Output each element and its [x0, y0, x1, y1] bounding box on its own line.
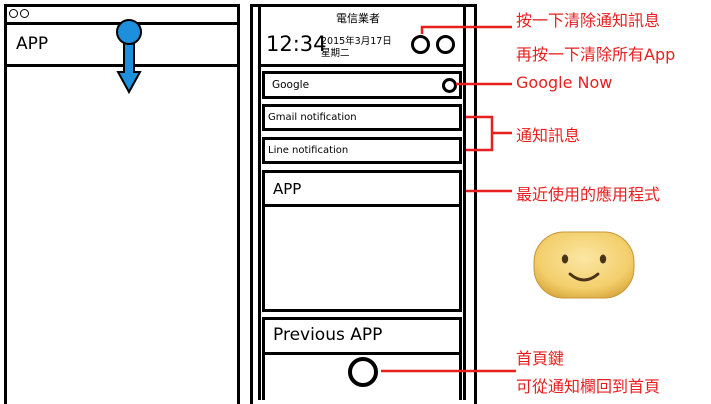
notification-label: Gmail notification	[268, 112, 357, 123]
notification-card[interactable]: Line notification	[262, 137, 462, 164]
notification-label: Line notification	[268, 145, 349, 156]
carrier-label: 電信業者	[336, 12, 380, 25]
right-phone-inner-right-rail	[463, 4, 466, 400]
previous-app-label: Previous APP	[273, 325, 383, 345]
clear-notification-icon[interactable]	[436, 35, 455, 54]
annotation-notifications: 通知訊息	[516, 126, 581, 145]
status-dot-icon	[9, 9, 18, 18]
home-button-icon[interactable]	[348, 357, 378, 387]
annotation-recent-apps: 最近使用的應用程式	[516, 185, 661, 204]
right-phone-inner-left-rail	[258, 4, 261, 400]
drag-down-arrow-icon	[116, 19, 142, 95]
annotation-clear-line2: 再按一下清除所有App	[516, 45, 676, 64]
previous-app-divider	[265, 352, 459, 355]
clear-notification-icon[interactable]	[411, 35, 430, 54]
recent-app-label: APP	[273, 180, 302, 198]
annotation-home-line1: 首頁鍵	[516, 349, 565, 368]
annotation-clear-line1: 按一下清除通知訊息	[516, 11, 661, 30]
clock-date: 2015年3月17日	[321, 36, 392, 47]
recent-app-card[interactable]: APP	[262, 170, 462, 312]
annotation-google-now: Google Now	[516, 73, 613, 92]
status-dot-icon	[20, 9, 29, 18]
clock-time: 12:34	[266, 32, 327, 56]
header-divider	[258, 64, 466, 67]
app-bar[interactable]: APP	[7, 25, 237, 67]
annotation-home-line2: 可從通知欄回到首頁	[516, 377, 661, 396]
notification-card[interactable]: Gmail notification	[262, 104, 462, 131]
google-now-icon	[442, 78, 457, 93]
app-label: APP	[16, 34, 49, 54]
right-phone	[250, 4, 477, 404]
recent-app-divider	[265, 204, 459, 207]
smiley-face-icon	[533, 231, 635, 299]
google-label: Google	[272, 79, 310, 91]
clock-weekday: 星期二	[321, 48, 350, 59]
